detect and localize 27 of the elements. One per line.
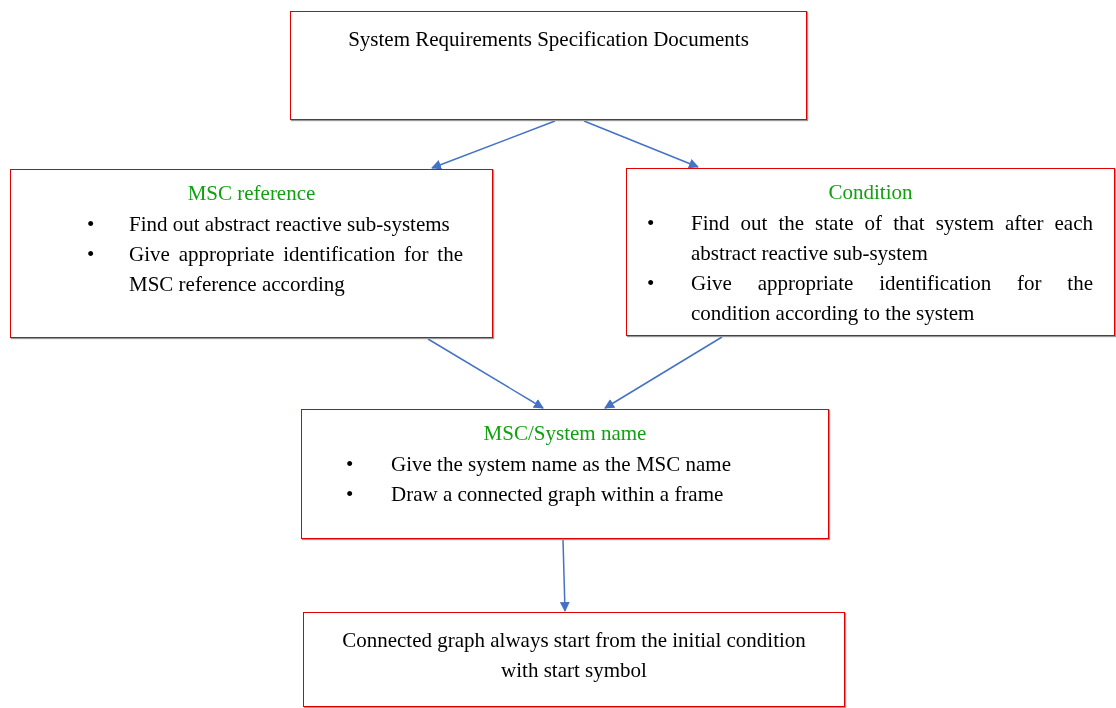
process-box xyxy=(626,168,1115,336)
process-box xyxy=(301,409,829,539)
box-heading: MSC/System name xyxy=(482,420,648,447)
bullet-item: Give the system name as the MSC name xyxy=(391,451,733,478)
bullet: • xyxy=(87,241,95,268)
process-box xyxy=(290,11,807,120)
arrow xyxy=(559,539,570,612)
box-heading: MSC reference xyxy=(186,180,317,207)
bullet: • xyxy=(346,481,354,508)
process-box xyxy=(303,612,845,707)
bullet-item: Find out abstract reactive sub-systems xyxy=(129,211,451,238)
bullet: • xyxy=(87,211,95,238)
box-text: System Requirements Specification Documents xyxy=(347,26,750,53)
bullet: • xyxy=(346,451,354,478)
arrow xyxy=(604,336,723,409)
bullet-item: Give appropriate identification for the condition according to the system xyxy=(691,270,1093,327)
process-box xyxy=(10,169,493,338)
bullet-item: Give appropriate identification for the MSC reference according xyxy=(129,241,463,298)
bullet-item: Draw a connected graph within a frame xyxy=(391,481,725,508)
arrow xyxy=(583,120,699,169)
bullet: • xyxy=(647,270,655,297)
box-text: Connected graph always start from the initial condition with start symbol xyxy=(341,627,807,684)
arrow xyxy=(431,120,556,170)
box-heading: Condition xyxy=(827,179,914,206)
bullet: • xyxy=(647,210,655,237)
arrow xyxy=(427,338,544,409)
bullet-item: Find out the state of that system after each abstract reactive sub-system xyxy=(691,210,1093,267)
